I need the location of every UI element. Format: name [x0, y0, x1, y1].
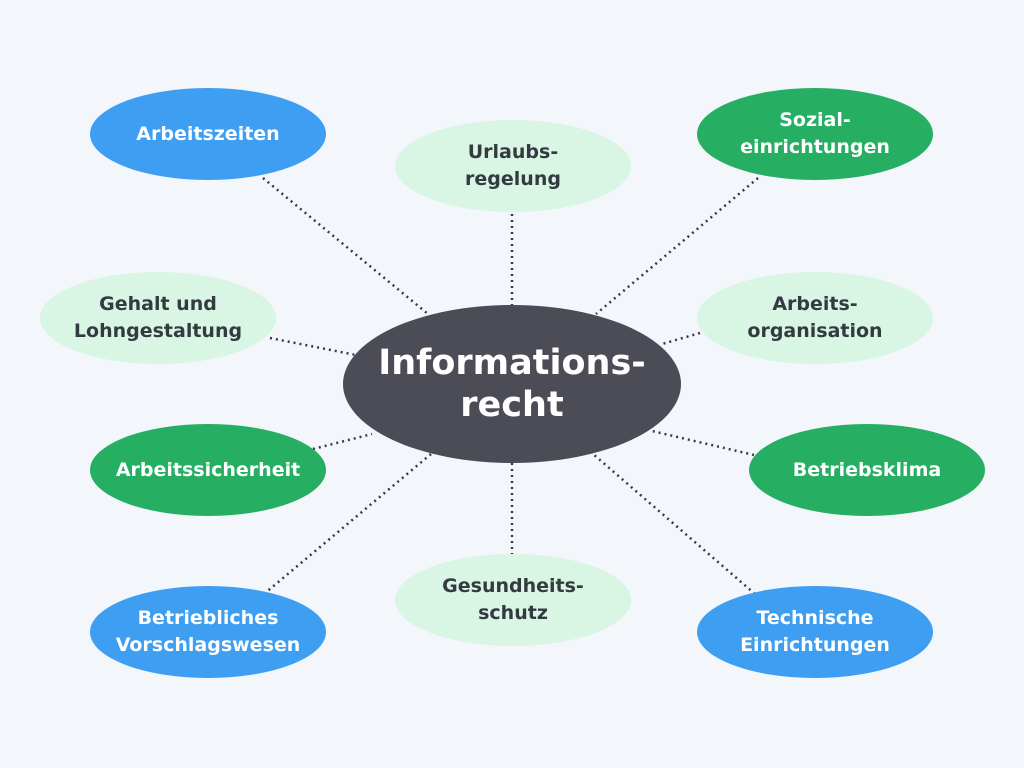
- node-gesundheitsschutz-label: Gesundheits- schutz: [442, 575, 584, 624]
- connector-arbeitszeiten: [262, 177, 429, 315]
- connector-klima: [651, 429, 755, 457]
- node-arbeitssicherheit: Arbeitssicherheit: [90, 424, 326, 516]
- connector-vorschlag: [263, 453, 432, 595]
- node-betriebsklima: Betriebsklima: [749, 424, 985, 516]
- node-arbeitssicherheit-label: Arbeitssicherheit: [115, 458, 301, 481]
- node-arbeitsorganisation: Arbeits- organisation: [697, 272, 933, 364]
- node-arbeitsorganisation-label: Arbeits- organisation: [747, 293, 883, 342]
- node-urlaubsregelung: Urlaubs- regelung: [395, 120, 631, 212]
- connector-sicher: [312, 432, 373, 451]
- node-arbeitszeiten-label: Arbeitszeiten: [136, 122, 280, 145]
- node-gehalt-lohngestaltung-label: Gehalt und Lohngestaltung: [73, 293, 243, 342]
- connector-gehalt: [269, 336, 357, 357]
- node-technische-einrichtungen: Technische Einrichtungen: [697, 586, 933, 678]
- node-gesundheitsschutz: Gesundheits- schutz: [395, 554, 631, 646]
- central-node-label: Informations- recht: [378, 343, 646, 425]
- node-sozialeinrichtungen-label: Sozial- einrichtungen: [740, 109, 890, 158]
- node-gehalt-lohngestaltung: Gehalt und Lohngestaltung: [40, 272, 276, 364]
- node-betriebsklima-label: Betriebsklima: [792, 458, 942, 481]
- node-sozialeinrichtungen: Sozial- einrichtungen: [697, 88, 933, 180]
- connector-orga: [661, 331, 701, 346]
- node-vorschlagswesen: Betriebliches Vorschlagswesen: [90, 586, 326, 678]
- node-arbeitszeiten: Arbeitszeiten: [90, 88, 326, 180]
- central-node: Informations- recht: [343, 305, 681, 463]
- node-urlaubsregelung-label: Urlaubs- regelung: [465, 141, 561, 190]
- node-vorschlagswesen-label: Betriebliches Vorschlagswesen: [115, 607, 301, 656]
- node-technische-einrichtungen-label: Technische Einrichtungen: [740, 607, 890, 656]
- connector-technik: [592, 453, 756, 595]
